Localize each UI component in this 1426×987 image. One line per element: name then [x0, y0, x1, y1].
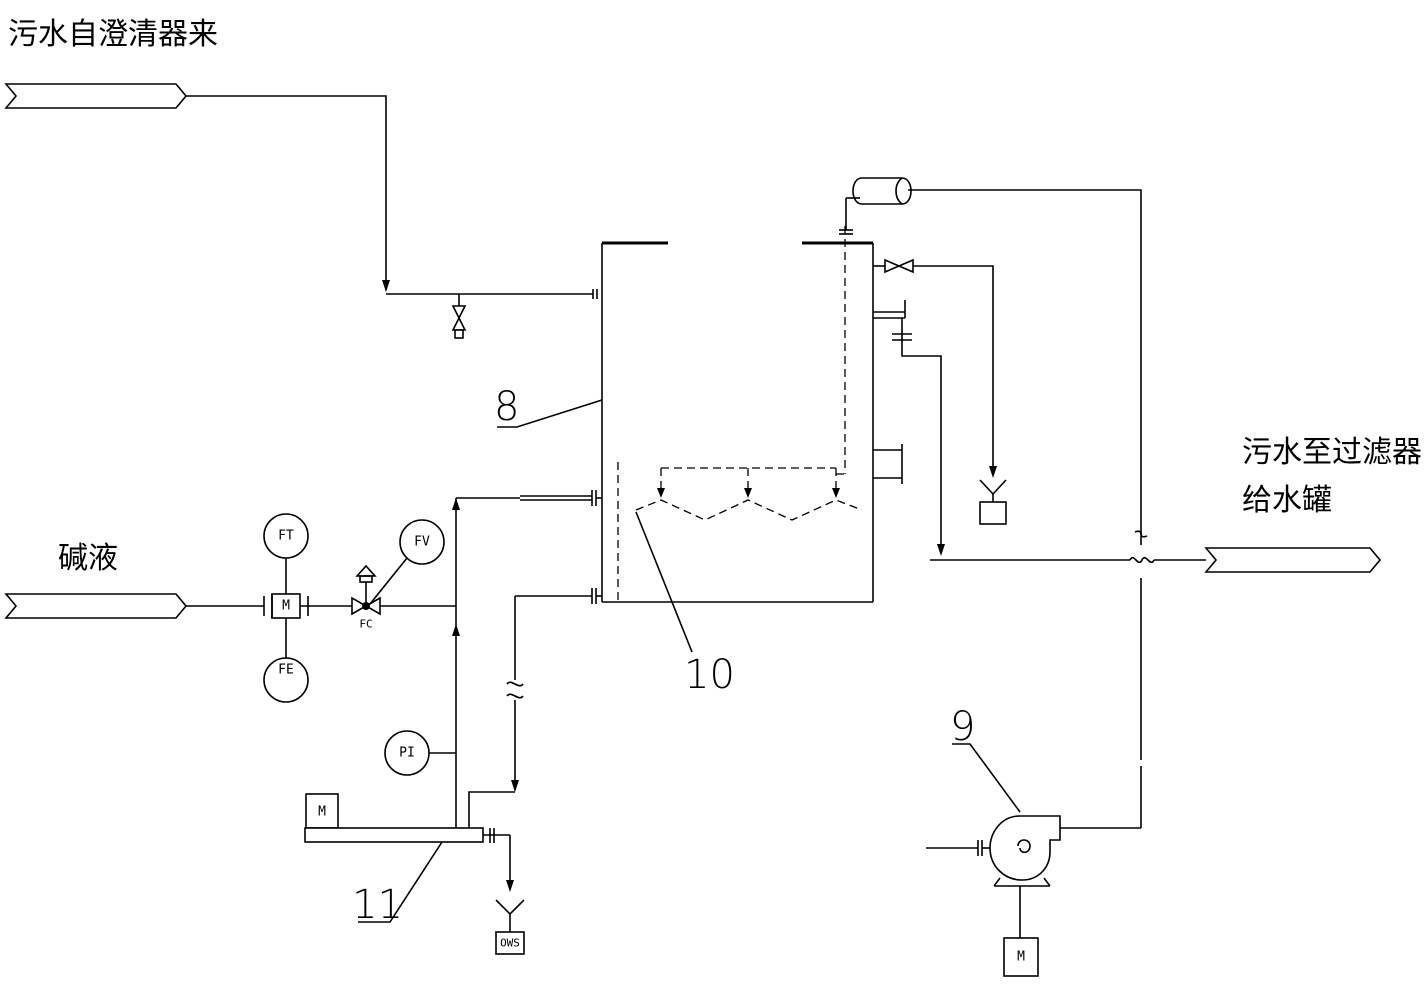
pressure-indicator-tag: PI [399, 746, 415, 761]
flow-valve-tag: FV [414, 535, 430, 550]
callout-11: 11 [352, 882, 403, 928]
callout-9: 9 [950, 704, 975, 750]
tank-8 [601, 241, 874, 603]
inlet-offpage-arrow [4, 83, 188, 109]
ows-drain-funnel-icon [495, 899, 525, 955]
alkali-label: 碱液 [58, 541, 118, 576]
callout-8-leader [497, 399, 603, 428]
pump-motor-box [1003, 937, 1039, 977]
overhead-vent-icon [852, 177, 912, 205]
callout-11-leader [358, 841, 443, 923]
dosing-unit-11 [304, 793, 484, 843]
outlet-label-filter: 污水至过滤器 [1242, 435, 1422, 470]
callout-10-leader [635, 511, 693, 653]
pump-motor-tag: M [1017, 950, 1025, 965]
callout-9-leader [952, 743, 1021, 813]
distributor-10 [635, 499, 863, 521]
flow-transmitter-tag: FT [278, 529, 294, 544]
vent-drain-pipe [913, 265, 994, 470]
gate-valve-icon [884, 258, 914, 274]
outlet-label-feed-tank: 给水罐 [1242, 483, 1332, 518]
inlet-flow-arrow [382, 280, 390, 292]
callout-8: 8 [494, 384, 519, 430]
pipe-crossing [1129, 556, 1155, 564]
return-pipe [908, 189, 1142, 545]
overflow-pipe [901, 318, 942, 548]
alkali-offpage-arrow [4, 593, 188, 619]
callout-10: 10 [684, 652, 735, 698]
centrifugal-pump-icon [989, 815, 1061, 887]
level-gauge-icon [873, 444, 903, 484]
fail-closed-tag: FC [359, 618, 372, 631]
control-valve-icon [351, 564, 381, 616]
drain-valve-icon [451, 305, 467, 339]
outlet-offpage-arrow [1204, 547, 1382, 573]
dosing-motor-tag: M [318, 805, 326, 820]
flow-element-tag: FE [278, 663, 294, 678]
drain-funnel-icon [979, 479, 1007, 525]
inlet-label: 污水自澄清器来 [8, 17, 218, 52]
flow-meter-tag: M [282, 599, 290, 614]
flow-valve-circle [399, 519, 445, 565]
inlet-pipe [186, 95, 387, 290]
ows-tag: OWS [500, 937, 520, 950]
